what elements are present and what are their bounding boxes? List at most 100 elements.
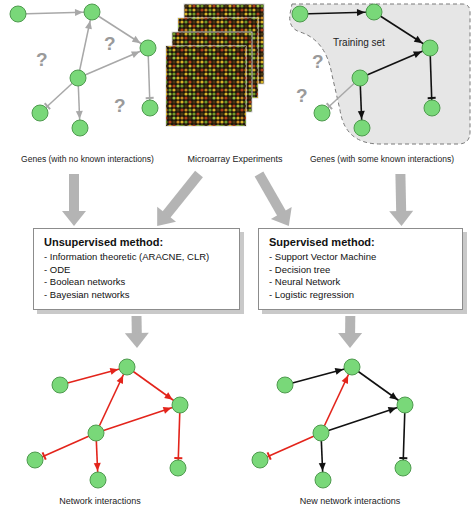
unknown-mark: ?	[296, 86, 308, 106]
region-label: Training set	[333, 37, 385, 49]
arrow-head	[157, 207, 176, 226]
flow-arrow	[259, 174, 292, 226]
interaction-line	[352, 367, 405, 405]
gene-circle	[313, 425, 329, 441]
interaction-line	[260, 433, 321, 460]
flow-arrow	[125, 316, 149, 348]
gene-circle	[72, 120, 88, 136]
flow-arrow	[389, 174, 413, 226]
gene-circle	[252, 452, 268, 468]
method-item: - Support Vector Machine	[269, 251, 450, 264]
result-network: New network interactions	[250, 350, 450, 510]
gene-circle	[422, 40, 438, 56]
flow-arrow	[157, 174, 199, 226]
gene-circle	[354, 120, 370, 136]
gene-circle	[170, 460, 186, 476]
gene-circle	[315, 472, 331, 488]
slide-shape	[166, 46, 246, 126]
group-caption: New network interactions	[300, 495, 401, 507]
gene-circle	[395, 460, 411, 476]
group-caption: Genes (with some known interactions)	[310, 153, 454, 165]
interaction-line	[430, 48, 432, 108]
interaction-line	[96, 367, 127, 433]
arrow-shaft	[395, 174, 406, 212]
method-title: Supervised method:	[269, 235, 450, 249]
method-item: - Boolean networks	[44, 276, 227, 289]
gene-circle	[172, 397, 188, 413]
arrow-head	[62, 211, 86, 226]
group-caption: Microarray Experiments	[187, 153, 282, 165]
interaction-line	[35, 433, 96, 460]
group-caption: Network interactions	[59, 495, 141, 507]
method-item: - Decision tree	[269, 264, 450, 277]
gene-circle	[32, 105, 48, 121]
method-item: - Logistic regression	[269, 289, 450, 302]
gene-circle	[52, 377, 68, 393]
interaction-line	[92, 12, 148, 48]
gene-circle	[397, 397, 413, 413]
gene-circle	[70, 70, 86, 86]
interaction-line	[127, 367, 180, 405]
arrow-head	[389, 211, 413, 226]
gene-circle	[88, 425, 104, 441]
training-set-region: Training set	[333, 37, 385, 49]
gene-circle	[142, 100, 158, 116]
gene-circle	[119, 359, 135, 375]
unknown-network	[18, 12, 150, 128]
gene-nodes	[27, 359, 188, 488]
group-caption: Genes (with no known interactions)	[21, 153, 154, 165]
gene-circle	[366, 4, 382, 20]
gene-set: Genes (with some known interactions) Trai…	[290, 0, 474, 168]
training-region	[290, 4, 470, 144]
interaction-line	[78, 12, 92, 78]
method-title: Unsupervised method:	[44, 235, 227, 249]
interaction-line	[285, 367, 352, 385]
flow-arrow	[62, 174, 86, 226]
unknown-mark: ?	[104, 34, 116, 54]
interaction-line	[321, 367, 352, 433]
gene-nodes	[292, 4, 440, 136]
arrow-shaft	[345, 316, 355, 334]
gene-circle	[352, 70, 368, 86]
gene-nodes	[10, 4, 158, 136]
gene-circle	[10, 6, 26, 22]
arrow-head	[125, 333, 149, 348]
gene-set: Genes (with no known interactions)	[0, 0, 175, 168]
unknown-mark: ?	[312, 52, 324, 72]
arrow-shaft	[132, 316, 142, 334]
method-item: - Neural Network	[269, 276, 450, 289]
method-item: - Bayesian networks	[44, 289, 227, 302]
interaction-line	[360, 48, 430, 78]
arrow-shaft	[259, 174, 282, 214]
microarray-slides	[166, 4, 264, 126]
interaction-line	[321, 405, 405, 433]
gene-circle	[27, 452, 43, 468]
unknown-mark: ?	[114, 96, 126, 116]
method-item: - ODE	[44, 264, 227, 277]
gene-circle	[84, 4, 100, 20]
method-box: Unsupervised method: - Information theore…	[33, 228, 240, 310]
arrow-head	[271, 207, 292, 226]
interaction-line	[403, 405, 405, 468]
new-network	[260, 367, 405, 480]
unknown-mark: ?	[36, 50, 48, 70]
gene-nodes	[252, 359, 413, 488]
method-box: Supervised method: - Support Vector Machi…	[258, 228, 463, 310]
gene-circle	[277, 377, 293, 393]
interaction-line	[178, 405, 180, 468]
result-network: Network interactions	[0, 350, 200, 510]
gene-circle	[90, 472, 106, 488]
gene-circle	[140, 40, 156, 56]
known-network	[300, 12, 432, 128]
gene-circle	[424, 100, 440, 116]
method-item: - Information theoretic (ARACNE, CLR)	[44, 251, 227, 264]
gene-circle	[314, 105, 330, 121]
microarray-set: Microarray Experiments	[175, 0, 295, 168]
slide-shape	[166, 46, 246, 126]
gene-circle	[344, 359, 360, 375]
interaction-line	[96, 405, 180, 433]
interaction-line	[300, 12, 374, 14]
predicted-network	[35, 367, 180, 480]
flow-arrow	[338, 316, 362, 348]
